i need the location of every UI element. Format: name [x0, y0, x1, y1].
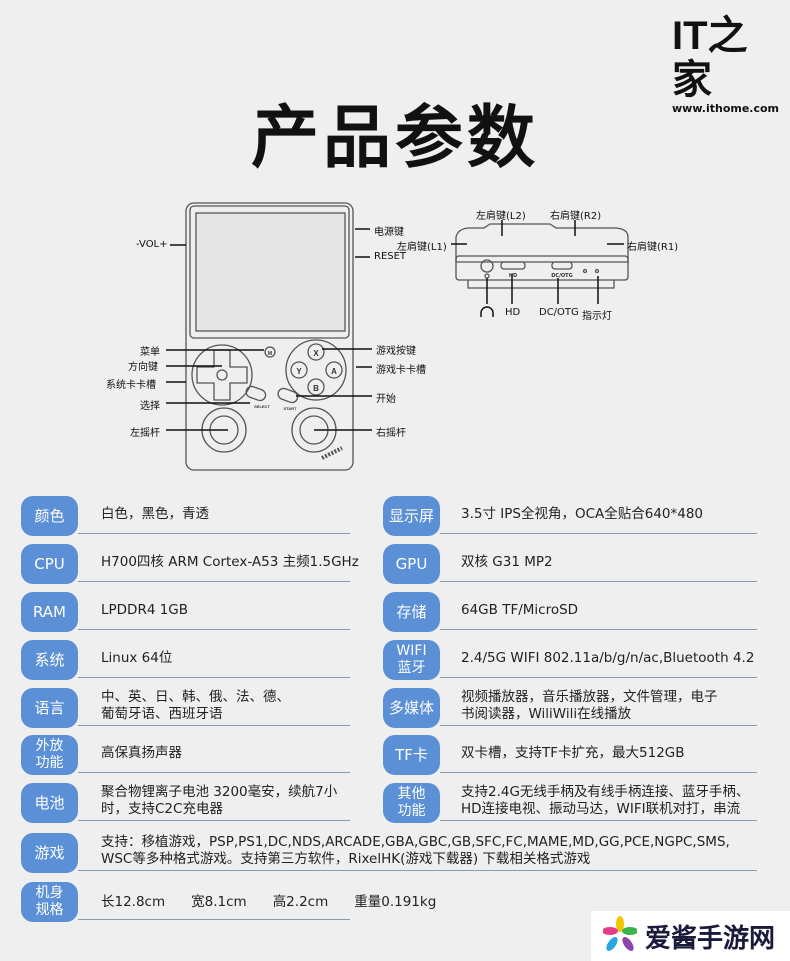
select-text: SELECT — [254, 404, 270, 409]
headphone-icon — [480, 306, 494, 317]
label-l1: 左肩键(L1) — [397, 242, 447, 253]
label-select: 选择 — [140, 401, 160, 412]
dpad — [196, 349, 248, 401]
spec-left-4-label: 语言 — [21, 688, 78, 728]
spec-right-6-label: 其他功能 — [383, 783, 440, 823]
label-dpad: 方向键 — [128, 362, 158, 373]
device-diagram: X Y A B M SELECT START HD DC/OTG — [166, 202, 629, 471]
spec-left-6-label: 电池 — [21, 783, 78, 823]
spec-left-1-label: CPU — [21, 544, 78, 584]
spec-right-4-value: 视频播放器，音乐播放器，文件管理，电子书阅读器，WiliWili在线播放 — [461, 689, 718, 722]
label-start: 开始 — [376, 394, 396, 405]
row-divider — [440, 772, 757, 773]
label-reset: RESET — [374, 251, 407, 262]
spec-left-1-value: H700四核 ARM Cortex-A53 主频1.5GHz — [101, 553, 359, 570]
b-button: B — [313, 384, 319, 393]
spec-left-0-value: 白色，黑色，青透 — [101, 505, 209, 522]
logo-mark: IT之家 — [672, 14, 748, 102]
label-menu: 菜单 — [140, 347, 160, 358]
label-right-stick: 右摇杆 — [376, 428, 406, 439]
row-divider — [78, 725, 350, 726]
spec-left-0-label: 颜色 — [21, 496, 78, 536]
device-body — [185, 202, 354, 471]
pinwheel-logo-icon — [603, 916, 637, 951]
row-divider — [440, 581, 757, 582]
select-button — [245, 385, 267, 402]
label-system-slot: 系统卡卡槽 — [106, 380, 156, 391]
spec-right-1-label: GPU — [383, 544, 440, 584]
device-screen — [195, 212, 346, 332]
row-divider — [440, 533, 757, 534]
spec-right-1-value: 双核 G31 MP2 — [461, 553, 553, 570]
spec-left-4-value: 中、英、日、韩、俄、法、德、葡萄牙语、西班牙语 — [101, 689, 290, 722]
row-divider — [78, 581, 350, 582]
spec-right-3-value: 2.4/5G WIFI 802.11a/b/g/n/ac,Bluetooth 4… — [461, 649, 755, 666]
spec-right-2-label: 存储 — [383, 592, 440, 632]
label-hd: HD — [505, 307, 521, 318]
a-button: A — [331, 367, 337, 376]
label-dcotg: DC/OTG — [539, 307, 579, 318]
row-divider — [78, 629, 350, 630]
spec-left-2-label: RAM — [21, 592, 78, 632]
row-divider — [78, 533, 350, 534]
label-left-stick: 左摇杆 — [130, 428, 160, 439]
spec-right-5-value: 双卡槽，支持TF卡扩充，最大512GB — [461, 744, 685, 761]
spec-left-5-label: 外放功能 — [21, 735, 78, 775]
x-button: X — [313, 349, 319, 358]
page-title: 产品参数 — [250, 99, 539, 178]
row-divider — [78, 677, 350, 678]
start-text: START — [283, 406, 297, 411]
face-buttons-ring — [285, 339, 347, 401]
y-button: Y — [296, 367, 302, 376]
row-divider — [440, 677, 757, 678]
row-divider — [78, 870, 757, 871]
label-r2: 右肩键(R2) — [550, 211, 602, 222]
ithome-logo: IT之家 www.ithome.com — [672, 14, 780, 115]
row-divider — [78, 820, 350, 821]
hd-port-text: HD — [509, 273, 517, 279]
spec-games-label: 游戏 — [21, 833, 78, 873]
label-power: 电源键 — [374, 227, 404, 238]
logo-url: www.ithome.com — [672, 102, 780, 115]
dcotg-port-text: DC/OTG — [551, 273, 572, 279]
label-vol: -VOL+ — [136, 239, 168, 250]
start-button — [277, 387, 299, 404]
spec-right-0-value: 3.5寸 IPS全视角，OCA全贴合640*480 — [461, 505, 704, 522]
row-divider — [78, 919, 350, 920]
row-divider — [78, 772, 350, 773]
label-r1: 右肩键(R1) — [627, 242, 679, 253]
spec-right-5-label: TF卡 — [383, 735, 440, 775]
dpad-ring — [191, 344, 253, 406]
row-divider — [440, 820, 757, 821]
spec-right-4-label: 多媒体 — [383, 688, 440, 728]
spec-left-2-value: LPDDR4 1GB — [101, 601, 189, 618]
spec-right-2-value: 64GB TF/MicroSD — [461, 601, 579, 618]
spec-body-label: 机身规格 — [21, 882, 78, 922]
row-divider — [440, 629, 757, 630]
watermark: 爱酱手游网 — [591, 911, 790, 961]
menu-button — [264, 346, 276, 358]
spec-left-3-label: 系统 — [21, 640, 78, 680]
m-button: M — [268, 351, 272, 357]
device-top-view — [455, 223, 629, 289]
row-divider — [440, 725, 757, 726]
label-game-slot: 游戏卡卡槽 — [376, 365, 426, 376]
spec-left-3-value: Linux 64位 — [101, 649, 173, 666]
label-game-buttons: 游戏按键 — [376, 346, 416, 357]
spec-left-5-value: 高保真扬声器 — [101, 744, 182, 761]
spec-right-6-value: 支持2.4G无线手柄及有线手柄连接、蓝牙手柄、HD连接电视、振动马达，WIFI联… — [461, 784, 750, 817]
spec-right-0-label: 显示屏 — [383, 496, 440, 536]
label-l2: 左肩键(L2) — [476, 211, 526, 222]
watermark-text: 爱酱手游网 — [645, 923, 776, 954]
label-indicator: 指示灯 — [582, 311, 612, 322]
spec-left-6-value: 聚合物锂离子电池 3200毫安，续航7小时，支持C2C充电器 — [101, 784, 338, 817]
spec-games-value: 支持：移植游戏，PSP,PS1,DC,NDS,ARCADE,GBA,GBC,GB… — [101, 834, 730, 867]
